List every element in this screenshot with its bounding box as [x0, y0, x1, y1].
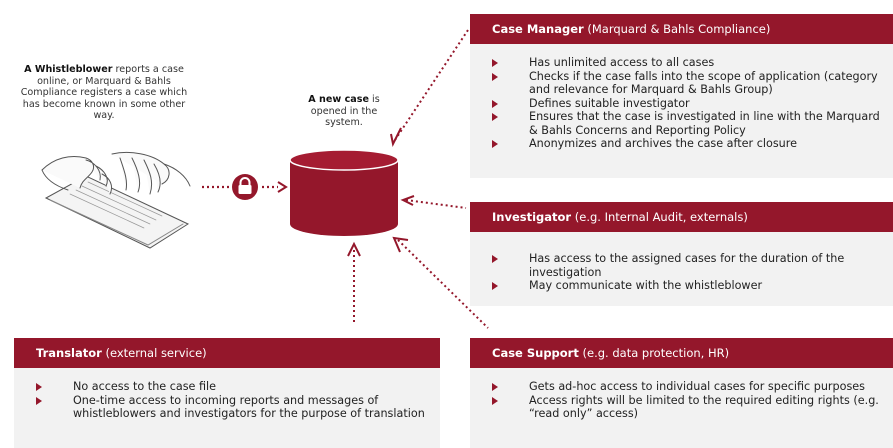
case-manager-panel: Has unlimited access to all cases Checks…: [470, 44, 893, 178]
new-case-caption: A new case is opened in the system.: [292, 94, 396, 129]
translator-header: Translator (external service): [14, 338, 440, 368]
list-item: Has unlimited access to all cases: [492, 56, 885, 70]
case-database-icon: [289, 149, 399, 236]
list-item: Anonymizes and archives the case after c…: [492, 137, 885, 151]
translator-subtitle: (external service): [101, 346, 207, 360]
bullet-icon: [492, 140, 498, 148]
whistleblower-bold: A Whistleblower: [24, 64, 113, 75]
list-item: Checks if the case falls into the scope …: [492, 70, 885, 97]
investigator-list: Has access to the assigned cases for the…: [492, 252, 885, 293]
investigator-title: Investigator: [492, 210, 572, 224]
case-support-list: Gets ad-hoc access to individual cases f…: [492, 380, 885, 421]
list-item: May communicate with the whistleblower: [492, 279, 885, 293]
bullet-icon: [492, 282, 498, 290]
translator-title: Translator: [36, 346, 102, 360]
bullet-icon: [492, 59, 498, 67]
list-item: Access rights will be limited to the req…: [492, 394, 885, 421]
lock-icon: [238, 177, 252, 194]
case-support-panel: Gets ad-hoc access to individual cases f…: [470, 368, 893, 448]
new-case-text: is opened in the system.: [310, 94, 380, 128]
list-item: Has access to the assigned cases for the…: [492, 252, 885, 279]
new-case-bold: A new case: [308, 94, 369, 105]
translator-list: No access to the case file One-time acce…: [36, 380, 432, 421]
case-support-title: Case Support: [492, 346, 579, 360]
bullet-icon: [492, 396, 498, 405]
case-manager-header: Case Manager (Marquard & Bahls Complianc…: [470, 14, 893, 44]
case-manager-list: Has unlimited access to all cases Checks…: [492, 56, 885, 151]
bullet-icon: [492, 72, 498, 81]
bullet-icon: [492, 383, 498, 391]
list-item: Defines suitable investigator: [492, 97, 885, 111]
bullet-icon: [492, 255, 498, 263]
case-manager-subtitle: (Marquard & Bahls Compliance): [583, 22, 771, 36]
list-item: One-time access to incoming reports and …: [36, 394, 432, 421]
investigator-panel: Has access to the assigned cases for the…: [470, 232, 893, 306]
case-manager-title: Case Manager: [492, 22, 584, 36]
whistleblower-text: reports a case online, or Marquard & Bah…: [20, 64, 188, 121]
bullet-icon: [36, 383, 42, 391]
bullet-icon: [36, 396, 42, 405]
list-item: Gets ad-hoc access to individual cases f…: [492, 380, 885, 394]
case-support-subtitle: (e.g. data protection, HR): [578, 346, 730, 360]
bullet-icon: [492, 99, 498, 108]
lock-connector: [202, 174, 288, 200]
investigator-subtitle: (e.g. Internal Audit, externals): [571, 210, 748, 224]
whistleblower-caption: A Whistleblower reports a case online, o…: [20, 64, 188, 122]
bullet-icon: [492, 113, 498, 121]
laptop-typing-illustration: [41, 151, 191, 249]
list-item: No access to the case file: [36, 380, 432, 394]
case-support-header: Case Support (e.g. data protection, HR): [470, 338, 893, 368]
translator-panel: No access to the case file One-time acce…: [14, 368, 440, 448]
list-item: Ensures that the case is investigated in…: [492, 110, 885, 137]
investigator-header: Investigator (e.g. Internal Audit, exter…: [470, 202, 893, 232]
